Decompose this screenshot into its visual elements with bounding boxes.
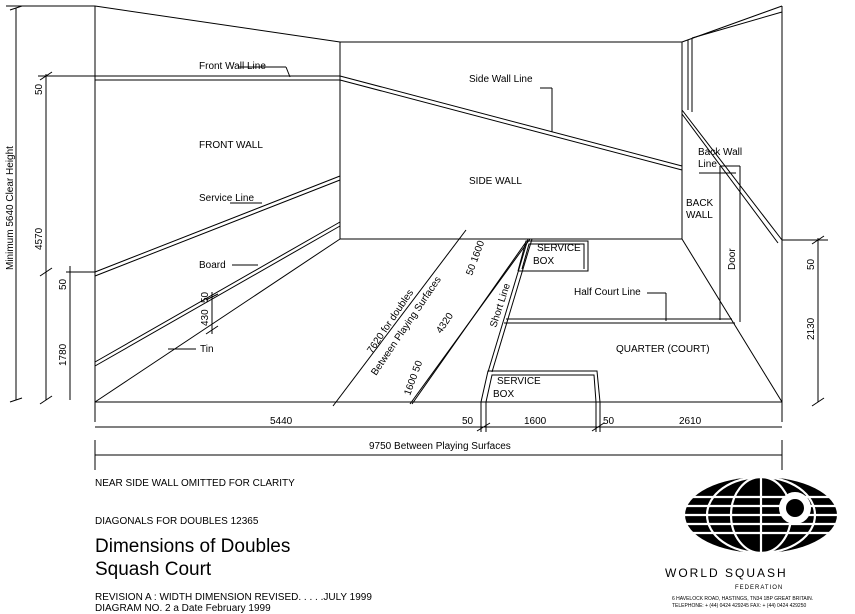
floor-2610-label: 2610: [679, 416, 702, 427]
court-structure: [94, 5, 783, 403]
rear-service-box-label-2: BOX: [533, 256, 554, 267]
back-50-label: 50: [806, 258, 817, 270]
diagonal-4320-label: 4320: [434, 311, 456, 336]
court-labels: Front Wall Line Side Wall Line FRONT WAL…: [199, 61, 742, 400]
floor-1600-label: 1600: [524, 416, 547, 427]
floor-5440-label: 5440: [270, 416, 293, 427]
front-4570-label: 4570: [34, 227, 45, 250]
front-1780-label: 1780: [58, 343, 69, 366]
page-title-line-1: Dimensions of Doubles: [95, 536, 291, 557]
quarter-court-label: QUARTER (COURT): [616, 344, 710, 355]
revision-note: REVISION A : WIDTH DIMENSION REVISED. . …: [95, 592, 372, 603]
front-service-box-label-1: SERVICE: [497, 376, 541, 387]
service-line-label: Service Line: [199, 193, 254, 204]
floor-50b-label: 50: [603, 416, 615, 427]
diagonal-50-1600-label: 50 1600: [464, 239, 487, 277]
short-line-label: Short Line: [488, 282, 513, 329]
dimension-labels: Minimum 5640 Clear Height 50 4570 50 178…: [5, 83, 817, 452]
leader-lines: [168, 66, 736, 350]
min-clear-height-label: Minimum 5640 Clear Height: [5, 146, 16, 270]
tin-label: Tin: [200, 344, 214, 355]
board-430-label: 430: [200, 309, 211, 326]
front-50-label: 50: [34, 83, 45, 95]
organisation-name: WORLD SQUASH: [665, 566, 788, 580]
back-wall-label-1: BACK: [686, 198, 714, 209]
world-squash-logo: [684, 475, 838, 555]
front-wall-line-label: Front Wall Line: [199, 61, 266, 72]
floor-50a-label: 50: [462, 416, 474, 427]
door-label: Door: [727, 248, 738, 270]
front-service-box-label-2: BOX: [493, 389, 514, 400]
organisation-address: 6 HAVELOCK ROAD, HASTINGS, TN34 1BP GREA…: [672, 596, 814, 602]
back-wall-label-2: WALL: [686, 210, 713, 221]
dimension-lines: [6, 5, 828, 470]
side-wall-label: SIDE WALL: [469, 176, 522, 187]
diagram-number: DIAGRAM NO. 2 a Date February 1999: [95, 603, 271, 614]
diagonals-note: DIAGONALS FOR DOUBLES 12365: [95, 516, 259, 527]
rear-service-box-label-1: SERVICE: [537, 243, 581, 254]
organisation-subtitle: FEDERATION: [735, 585, 784, 591]
near-side-wall-note: NEAR SIDE WALL OMITTED FOR CLARITY: [95, 478, 295, 489]
back-wall-line-label-1: Back Wall: [698, 147, 742, 158]
front-50b-label: 50: [58, 278, 69, 290]
diagonal-1600-50-label: 1600 50: [402, 359, 425, 397]
half-court-line-label: Half Court Line: [574, 287, 641, 298]
back-wall-line-label-2: Line: [698, 159, 717, 170]
board-50-label: 50: [200, 291, 211, 303]
side-wall-line-label: Side Wall Line: [469, 74, 533, 85]
front-wall-label: FRONT WALL: [199, 140, 263, 151]
overall-width-label: 9750 Between Playing Surfaces: [369, 441, 511, 452]
board-label: Board: [199, 260, 226, 271]
page-title-line-2: Squash Court: [95, 559, 212, 580]
back-2130-label: 2130: [806, 317, 817, 340]
organisation-telephone: TELEPHONE: + (44) 0424 429245 FAX: + (44…: [672, 603, 807, 609]
